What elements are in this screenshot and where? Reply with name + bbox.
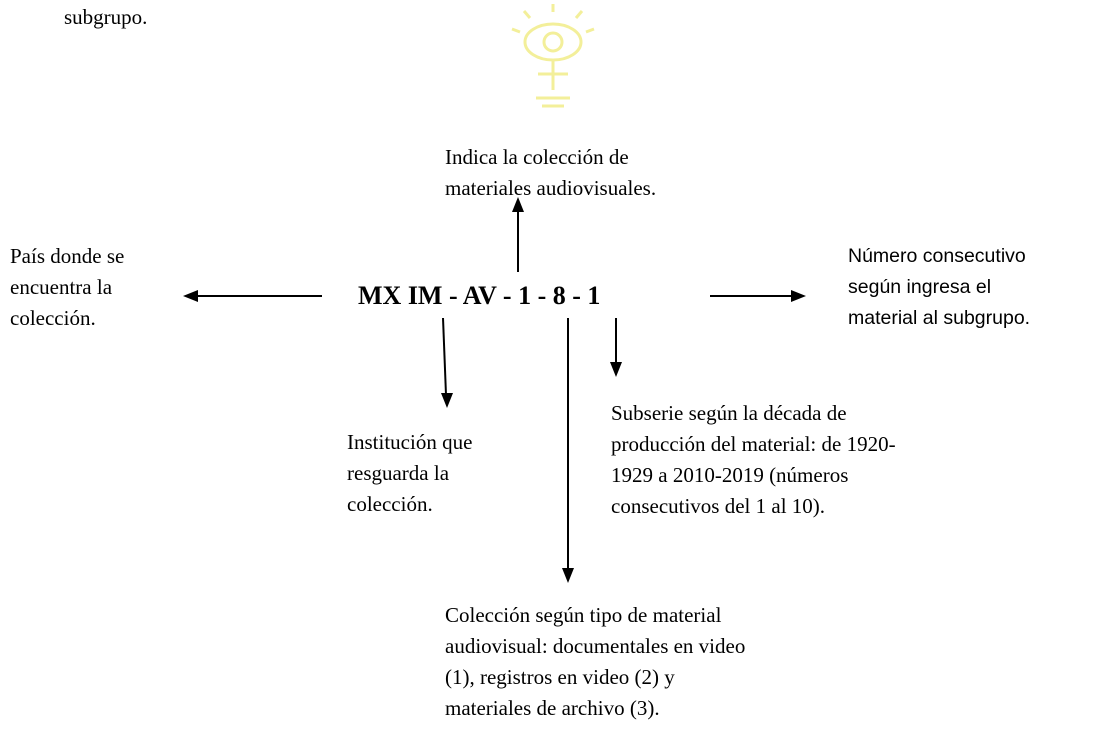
label-subserie: Subserie según la década de producción d… <box>611 398 896 522</box>
label-line: material al subgrupo. <box>848 307 1031 329</box>
label-coleccion-audiovisual: Indica la colección de materiales audiov… <box>445 142 656 204</box>
label-tipo-material: Colección según tipo de material audiovi… <box>445 600 745 724</box>
label-line: (1), registros en video (2) y <box>445 665 675 689</box>
label-line: colección. <box>10 306 96 330</box>
label-line: resguarda la <box>347 461 450 485</box>
label-line: colección. <box>347 492 433 516</box>
arrow-up <box>512 197 524 272</box>
label-line: Número consecutivo <box>848 245 1026 267</box>
label-line: Institución que <box>347 430 473 454</box>
label-line: según ingresa el <box>848 276 992 298</box>
arrow-right <box>710 290 806 302</box>
label-institucion: Institución que resguarda la colección. <box>347 427 472 520</box>
label-line: encuentra la <box>10 275 113 299</box>
label-line: materiales de archivo (3). <box>445 696 660 720</box>
arrow-left <box>183 290 322 302</box>
label-line: Colección según tipo de material <box>445 603 722 627</box>
arrow-down-tipo <box>562 318 574 583</box>
label-line: producción del material: de 1920- <box>611 432 896 456</box>
arrow-down-institucion <box>441 317 453 408</box>
intro-fragment: subgrupo. <box>64 5 148 29</box>
label-numero-consecutivo: Número consecutivo según ingresa el mate… <box>848 241 1030 334</box>
label-line: Indica la colección de <box>445 145 629 169</box>
label-line: 1929 a 2010-2019 (números <box>611 463 849 487</box>
watermark-logo <box>511 4 595 108</box>
label-line: País donde se <box>10 244 125 268</box>
label-line: Subserie según la década de <box>611 401 847 425</box>
classification-code: MX IM - AV - 1 - 8 - 1 <box>358 281 601 310</box>
label-line: audiovisual: documentales en video <box>445 634 746 658</box>
arrow-down-subserie <box>610 318 622 377</box>
label-pais: País donde se encuentra la colección. <box>10 241 124 334</box>
label-line: materiales audiovisuales. <box>445 176 657 200</box>
label-line: consecutivos del 1 al 10). <box>611 494 826 518</box>
